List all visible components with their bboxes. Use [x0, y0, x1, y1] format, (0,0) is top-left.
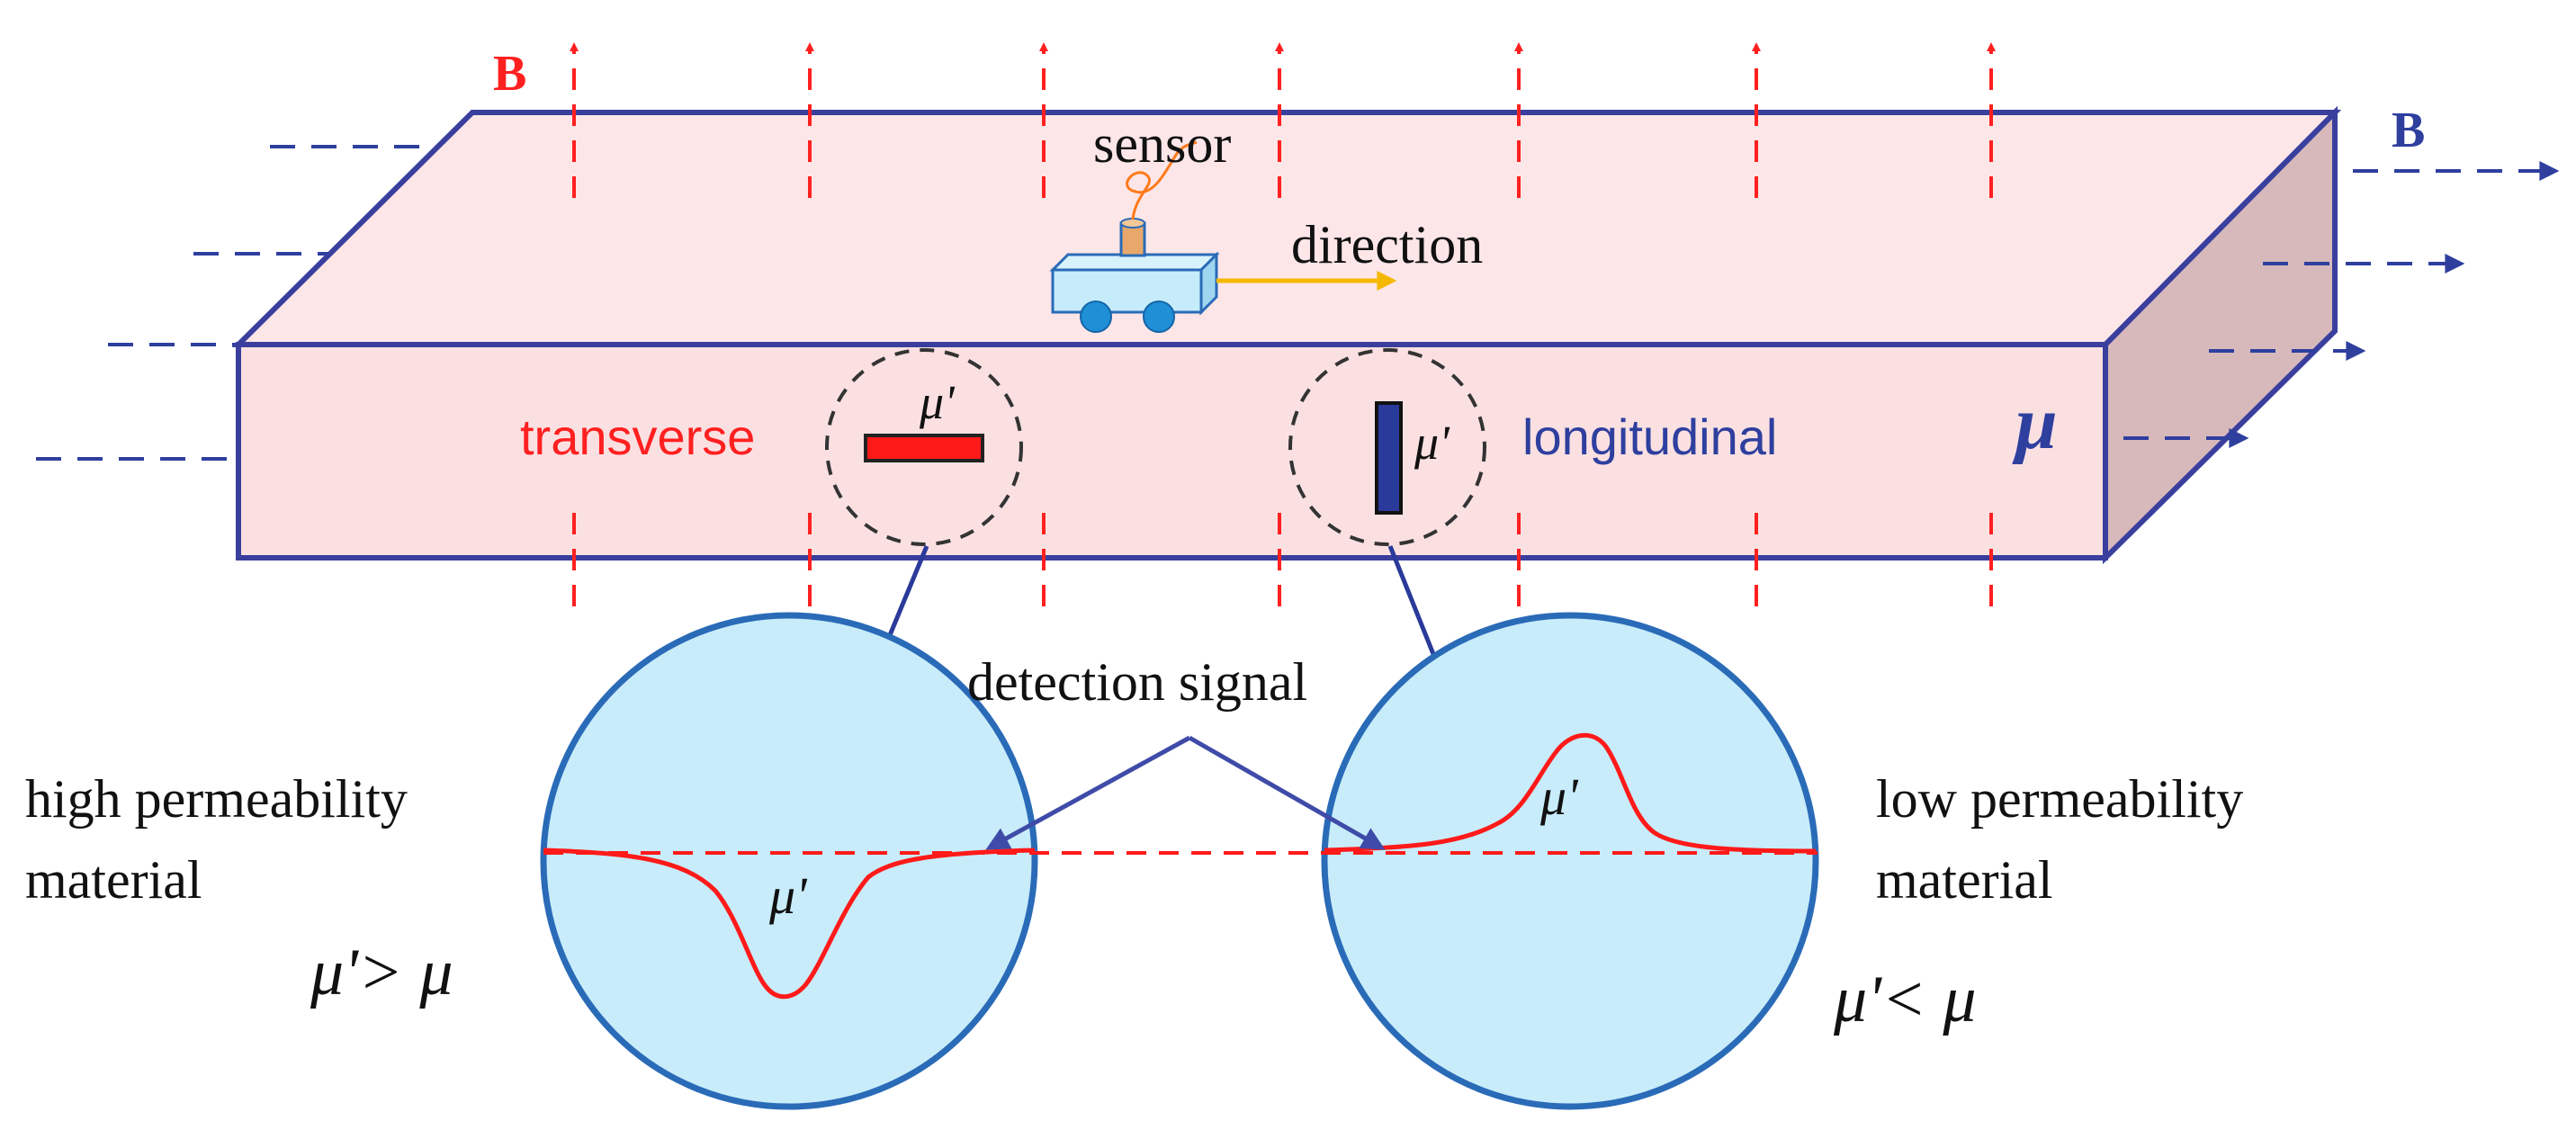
sensor-cable	[1126, 140, 1198, 220]
plate-front-face	[236, 342, 2108, 561]
b-horizontal-label: B	[2392, 103, 2425, 158]
signal-dip-curve	[543, 848, 1036, 1000]
relation-high-label: μ'> μ	[310, 936, 453, 1009]
longitudinal-defect-circle	[1288, 348, 1486, 546]
detection-arrow-left	[985, 735, 1191, 850]
magnifier-icon	[540, 612, 1038, 1110]
high-permeability-label-line1: high permeability	[25, 769, 408, 829]
longitudinal-label: longitudinal	[1522, 408, 1777, 465]
plate-mu-label: μ	[2012, 381, 2058, 465]
transverse-defect	[864, 434, 984, 462]
field-lines-left	[36, 145, 441, 461]
peak-mu-prime: μ'	[1539, 767, 1579, 826]
longitudinal-defect	[1375, 401, 1403, 515]
dip-mu-prime: μ'	[768, 866, 808, 925]
longitudinal-mu-prime: μ'	[1414, 416, 1450, 470]
low-permeability-label-line1: low permeability	[1876, 769, 2243, 829]
b-vertical-label: B	[493, 46, 526, 102]
detection-arrow-right	[1188, 735, 1386, 850]
transverse-defect-circle	[825, 348, 1023, 546]
transverse-label: transverse	[520, 408, 755, 465]
relation-low-label: μ'< μ	[1833, 963, 1977, 1036]
transverse-mu-prime: μ'	[919, 375, 956, 429]
low-permeability-label-line2: material	[1876, 850, 2053, 910]
signal-peak-curve	[1324, 732, 1817, 854]
direction-label: direction	[1291, 215, 1483, 274]
high-permeability-label-line2: material	[25, 850, 202, 910]
plate-top-face	[231, 110, 2342, 347]
magnifier-icon	[1321, 612, 1819, 1110]
field-lines-right	[2123, 161, 2560, 448]
field-lines-vertical-lower	[572, 513, 1993, 621]
sensor-cart-icon	[1049, 218, 1220, 333]
sensor-label: sensor	[1093, 114, 1231, 174]
detection-signal-label: detection signal	[967, 652, 1307, 712]
field-lines-vertical	[570, 42, 1996, 198]
